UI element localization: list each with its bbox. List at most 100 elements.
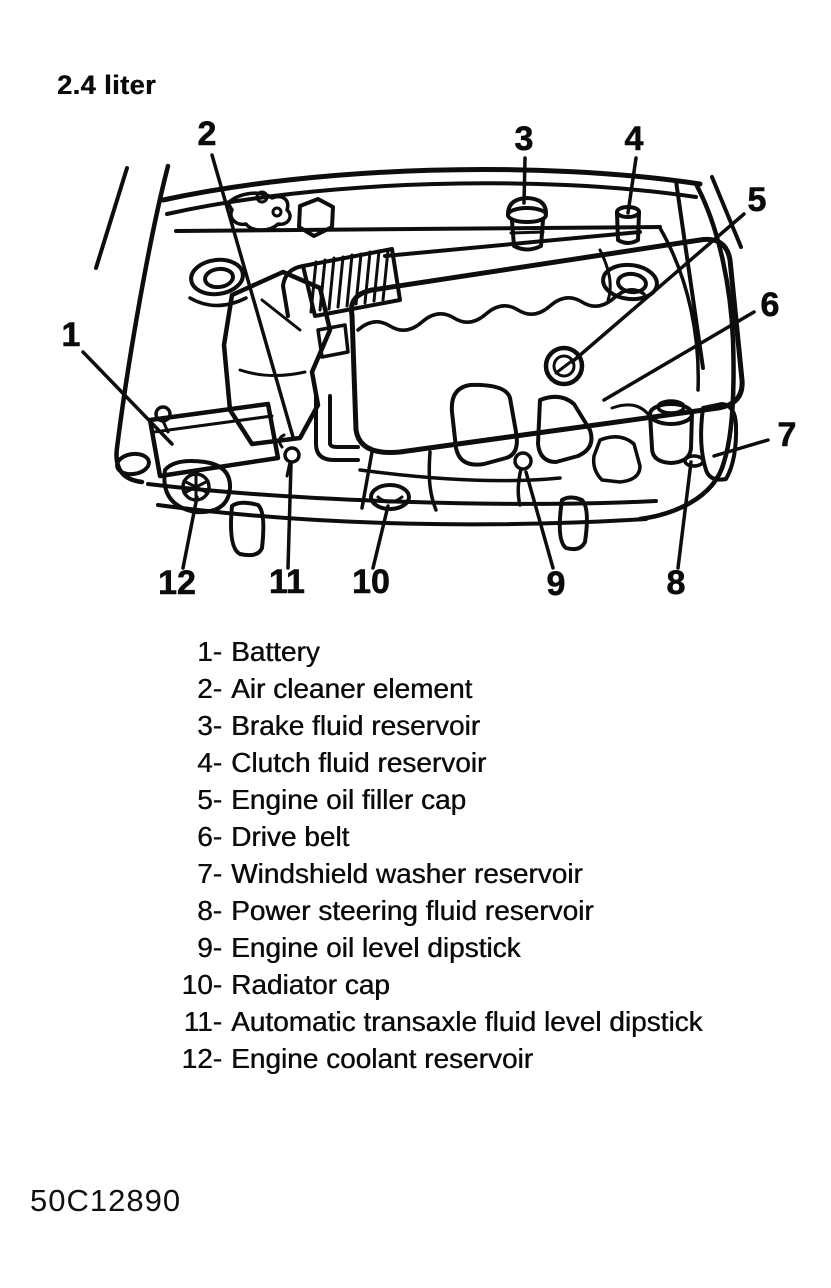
left-bay-edge bbox=[114, 163, 171, 485]
lower-tab-right bbox=[557, 495, 589, 552]
legend-item-number: 12- bbox=[181, 1043, 222, 1074]
legend-item-7: 7- Windshield washer reservoir bbox=[158, 855, 736, 892]
front-crossmember-lower bbox=[156, 503, 648, 527]
pulley-blob-2 bbox=[591, 435, 642, 484]
legend-item-4: 4- Clutch fluid reservoir bbox=[158, 744, 736, 781]
battery-terminal-stem bbox=[161, 419, 170, 434]
brake-reservoir-band bbox=[509, 230, 545, 235]
leader-line-3 bbox=[522, 156, 527, 205]
legend-item-label: Battery bbox=[231, 636, 320, 667]
left-strut-arc bbox=[188, 296, 248, 308]
leader-line-9 bbox=[524, 470, 555, 570]
callout-number-1: 1 bbox=[62, 316, 81, 354]
leader-line-4 bbox=[626, 156, 638, 215]
battery-top-seam bbox=[152, 414, 274, 434]
leader-line-7 bbox=[712, 438, 770, 458]
legend-item-label: Drive belt bbox=[231, 821, 350, 852]
legend-item-10: 10- Radiator cap bbox=[158, 966, 736, 1003]
legend-item-label: Radiator cap bbox=[231, 969, 390, 1000]
legend-item-label: Clutch fluid reservoir bbox=[231, 747, 487, 778]
legend-item-2: 2- Air cleaner element bbox=[158, 670, 736, 707]
firewall-hose bbox=[598, 248, 612, 302]
latch-bolt-1 bbox=[255, 190, 269, 204]
leader-line-1 bbox=[81, 350, 174, 446]
air-cleaner-outlet bbox=[316, 323, 350, 359]
figure-code: 50C12890 bbox=[30, 1183, 182, 1218]
legend-item-9: 9- Engine oil level dipstick bbox=[158, 929, 736, 966]
transaxle-dipstick-handle bbox=[283, 446, 301, 464]
callout-number-7: 7 bbox=[778, 416, 797, 454]
legend-item-1: 1- Battery bbox=[158, 633, 736, 670]
coolant-reservoir bbox=[162, 459, 233, 515]
callout-number-4: 4 bbox=[625, 120, 644, 158]
callout-number-6: 6 bbox=[761, 286, 780, 324]
washer-reservoir-cap bbox=[683, 454, 705, 468]
right-strut-tower-inner bbox=[616, 271, 648, 295]
leader-line-11 bbox=[286, 462, 293, 570]
leader-line-6 bbox=[602, 310, 756, 402]
parts-legend: 1- Battery 2- Air cleaner element 3- Bra… bbox=[158, 633, 736, 1077]
cowl-line-lower bbox=[165, 181, 698, 216]
leader-line-8 bbox=[676, 460, 693, 570]
callout-numbers: 1 2 3 4 5 6 7 8 9 10 11 12 bbox=[61, 115, 797, 604]
valve-cover bbox=[348, 236, 745, 456]
lower-tab-left bbox=[229, 500, 266, 558]
radiator-cap-detail bbox=[376, 495, 404, 504]
cowl-line-upper bbox=[160, 166, 703, 203]
power-steering-cap bbox=[656, 399, 686, 415]
right-strut-tower bbox=[601, 262, 659, 302]
left-strut-tower-inner bbox=[203, 266, 235, 290]
callout-number-2: 2 bbox=[198, 115, 217, 153]
oil-dipstick-stem bbox=[516, 467, 523, 507]
callout-number-11: 11 bbox=[269, 563, 305, 601]
plenum-top-line bbox=[383, 230, 642, 258]
left-fender-hatch bbox=[94, 166, 129, 270]
legend-item-8: 8- Power steering fluid reservoir bbox=[158, 892, 736, 929]
oil-filler-cap-slot bbox=[554, 358, 575, 375]
brake-reservoir-body bbox=[510, 218, 545, 252]
front-corner-detail bbox=[115, 451, 151, 477]
leader-line-10 bbox=[371, 504, 390, 570]
brake-reservoir-dome bbox=[506, 196, 548, 216]
battery-shape bbox=[147, 401, 281, 479]
pulley-blob-1 bbox=[536, 394, 594, 464]
valve-cover-gasket-wave bbox=[356, 288, 646, 332]
callout-number-12: 12 bbox=[158, 564, 196, 602]
oil-filler-cap-inner bbox=[552, 354, 576, 378]
callout-number-10: 10 bbox=[352, 563, 390, 601]
legend-item-number: 8- bbox=[197, 895, 222, 926]
radiator-cap bbox=[369, 483, 411, 511]
legend-item-5: 5- Engine oil filler cap bbox=[158, 781, 736, 818]
air-cleaner-seam-2 bbox=[238, 368, 307, 378]
legend-item-11: 11- Automatic transaxle fluid level dips… bbox=[158, 1003, 736, 1040]
hood-latch-shape bbox=[226, 191, 292, 232]
leader-line-2 bbox=[210, 153, 295, 439]
legend-item-6: 6- Drive belt bbox=[158, 818, 736, 855]
legend-item-label: Air cleaner element bbox=[231, 673, 473, 704]
subframe-line bbox=[358, 468, 562, 483]
engine-art bbox=[94, 163, 745, 558]
legend-item-number: 10- bbox=[181, 969, 222, 1000]
legend-item-number: 4- bbox=[197, 747, 222, 778]
oil-dipstick-handle bbox=[513, 451, 533, 471]
legend-item-label: Brake fluid reservoir bbox=[231, 710, 480, 741]
leader-line-12 bbox=[181, 495, 199, 570]
brake-reservoir-cap bbox=[506, 206, 548, 224]
legend-item-label: Power steering fluid reservoir bbox=[231, 895, 594, 926]
washer-reservoir bbox=[699, 402, 739, 482]
engine-mount-blob bbox=[449, 382, 519, 467]
leader-line-5 bbox=[570, 212, 746, 364]
latch-striker-hex bbox=[297, 197, 335, 238]
callout-number-9: 9 bbox=[547, 565, 566, 603]
legend-item-label: Engine coolant reservoir bbox=[231, 1043, 533, 1074]
coolant-pipe-inner bbox=[328, 394, 360, 449]
legend-item-label: Windshield washer reservoir bbox=[231, 858, 583, 889]
left-strut-tower bbox=[189, 257, 245, 297]
latch-bolt-2 bbox=[271, 206, 283, 218]
engine-lower-line-1 bbox=[360, 450, 374, 510]
legend-item-number: 7- bbox=[197, 858, 222, 889]
right-cowl-hatch-2 bbox=[710, 175, 743, 249]
right-cowl-hatch-1 bbox=[674, 179, 705, 370]
callout-number-5: 5 bbox=[748, 181, 767, 219]
